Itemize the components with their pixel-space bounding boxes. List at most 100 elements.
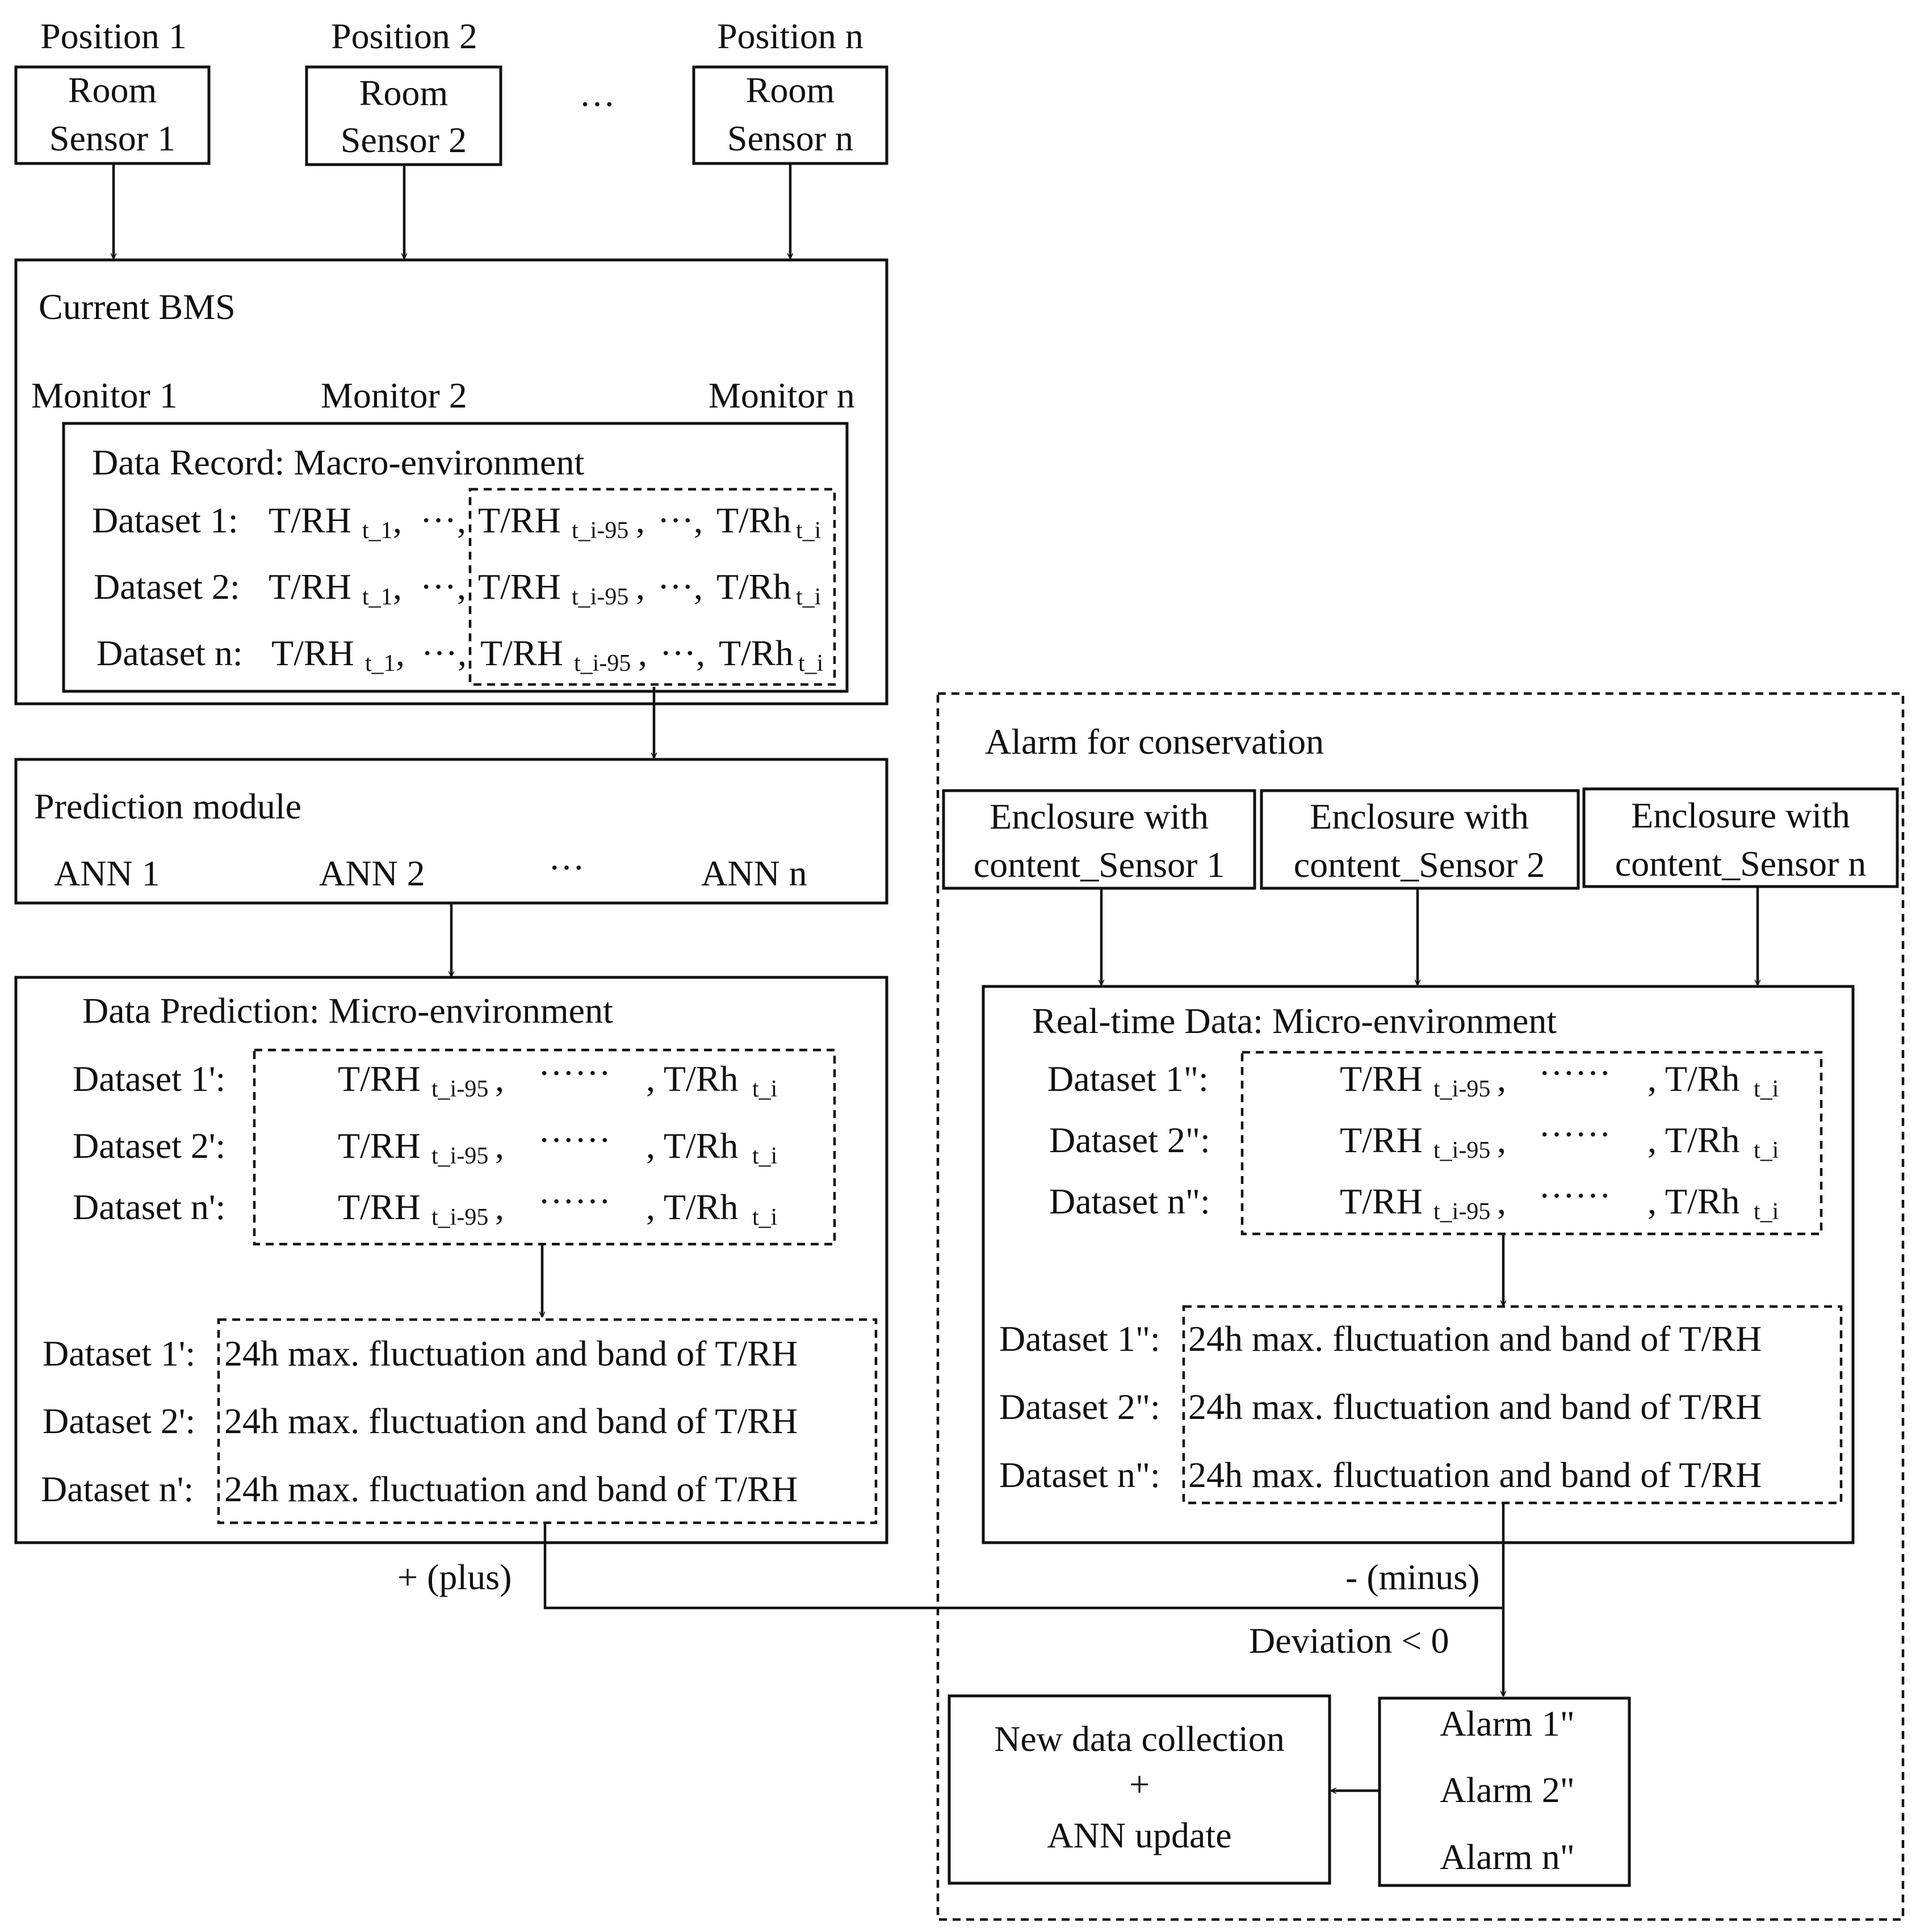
var-main: T/RH (1340, 1059, 1423, 1099)
subscript-last: t_i (752, 1143, 777, 1169)
var-last: T/Rh (716, 500, 791, 540)
data-prediction-box (14, 976, 888, 1544)
bms-box (14, 258, 888, 705)
comma: , (1497, 1120, 1506, 1160)
comma: , (694, 500, 703, 540)
var-last: , T/Rh (1647, 1120, 1739, 1160)
macro-dataset-row: Dataset n: T/RH t_1 , ··· , T/RH t_i-95 … (97, 633, 823, 677)
realtime-title: Real-time Data: Micro-environment (1032, 1001, 1557, 1041)
enclosure-sensor-box (1260, 789, 1580, 890)
subscript-window-start: t_i-95 (572, 584, 628, 610)
comma: , (638, 633, 647, 673)
dataset-label: Dataset 1": (1047, 1059, 1209, 1099)
subscript-window-start: t_i-95 (572, 518, 628, 544)
summary-text: 24h max. fluctuation and band of T/RH (224, 1469, 798, 1509)
update-line: New data collection (994, 1719, 1285, 1759)
realtime-dataset-row: Dataset 2": T/RH t_i-95 , ······ , T/Rh … (1049, 1114, 1779, 1164)
prediction-title: Prediction module (34, 786, 301, 826)
dataset-label: Dataset 1: (92, 500, 238, 540)
prediction-module: Prediction module ANN 1 ANN 2 ··· ANN n (14, 758, 888, 905)
current-bms: Current BMS Monitor 1 Monitor 2 Monitor … (14, 258, 888, 705)
dataset-label: Dataset 2': (73, 1125, 225, 1166)
subscript-last: t_i (1754, 1199, 1779, 1225)
comma: , (457, 500, 466, 540)
subscript-start: t_i-95 (1433, 1076, 1490, 1102)
room-sensor-line2: Sensor 2 (341, 120, 467, 160)
var-last: , T/Rh (646, 1125, 738, 1166)
ann-ellipsis: ··· (548, 847, 585, 888)
plus-label: + (plus) (397, 1557, 512, 1597)
subscript-start: t_i-95 (1433, 1199, 1490, 1225)
realtime-dataset-row: Dataset n": T/RH t_i-95 , ······ , T/Rh … (1049, 1175, 1779, 1225)
var-main: T/RH (478, 566, 561, 607)
dots: ······ (1538, 1114, 1611, 1154)
var-main: T/RH (269, 500, 351, 540)
comma: , (696, 633, 705, 673)
data-record-title: Data Record: Macro-environment (92, 442, 584, 482)
dataset-label: Dataset n": (1049, 1181, 1210, 1221)
dots: ······ (538, 1181, 611, 1221)
update-box (948, 1694, 1331, 1885)
predicted-window-box (253, 1048, 836, 1246)
enclosure-line1: Enclosure with (1631, 795, 1850, 835)
comma: , (495, 1059, 504, 1099)
monitor-label: Monitor 2 (321, 375, 467, 415)
enclosure-line2: content_Sensor 2 (1294, 845, 1545, 885)
enclosure-line2: content_Sensor 1 (974, 845, 1225, 885)
position-label: Position 1 (40, 16, 187, 56)
var-main: T/RH (271, 633, 354, 673)
ellipsis: ··· (421, 633, 458, 673)
update-line: ANN update (1047, 1815, 1231, 1855)
deviation-label: Deviation < 0 (1249, 1620, 1449, 1661)
subscript-start: t_i-95 (431, 1076, 488, 1102)
room-sensor-n: Position n Room Sensor n (692, 16, 888, 165)
realtime-data-box (982, 985, 1855, 1544)
subscript-last: t_i (1754, 1076, 1779, 1102)
macro-dataset-row: Dataset 2: T/RH t_1 , ··· , T/RH t_i-95 … (94, 566, 821, 610)
ellipsis: ··· (420, 566, 456, 607)
var-last: , T/Rh (646, 1187, 738, 1227)
subscript-start: t_i-95 (431, 1143, 488, 1169)
subscript-last: t_i (1754, 1137, 1779, 1164)
summary-text: 24h max. fluctuation and band of T/RH (1188, 1318, 1762, 1359)
enclosure-sensor-box (1582, 787, 1899, 888)
dots: ······ (538, 1053, 611, 1093)
ellipsis: ··· (657, 566, 694, 607)
var-main: T/RH (269, 566, 351, 607)
alarm-label: Alarm n" (1440, 1837, 1575, 1877)
room-sensor-box (692, 65, 888, 165)
enclosure-line1: Enclosure with (990, 796, 1209, 837)
var-last: T/Rh (716, 566, 791, 607)
bms-title: Current BMS (39, 287, 236, 327)
subscript-first: t_1 (362, 584, 393, 610)
position-label: Position 2 (331, 16, 477, 56)
dataset-label: Dataset 2': (43, 1401, 195, 1441)
var-last: , T/Rh (1647, 1181, 1739, 1221)
room-sensor-box (14, 65, 211, 165)
alarm-label: Alarm 2" (1440, 1770, 1575, 1810)
comma: , (495, 1187, 504, 1227)
var-main: T/RH (338, 1059, 421, 1099)
alarm-section-box (936, 692, 1905, 1921)
dataset-label: Dataset n: (97, 633, 243, 673)
ann-label: ANN 1 (54, 853, 160, 893)
room-sensor-line1: Room (68, 70, 157, 110)
dataset-label: Dataset n': (73, 1187, 225, 1227)
data-prediction: Data Prediction: Micro-environment Datas… (14, 976, 888, 1544)
room-sensor-line2: Sensor 1 (49, 118, 175, 158)
monitor-label: Monitor n (709, 375, 855, 415)
var-main: T/RH (1340, 1120, 1423, 1160)
dots: ······ (1538, 1053, 1611, 1093)
predicted-summary-box (217, 1318, 878, 1524)
comma: , (458, 633, 467, 673)
subscript-first: t_1 (362, 518, 393, 544)
var-main: T/RH (338, 1125, 421, 1166)
dataset-label: Dataset 1": (999, 1318, 1160, 1359)
dataset-label: Dataset 1': (43, 1333, 195, 1374)
summary-text: 24h max. fluctuation and band of T/RH (224, 1333, 798, 1374)
monitor-label: Monitor 1 (31, 375, 178, 415)
sliding-window-box (468, 488, 836, 686)
var-main: T/RH (1340, 1181, 1423, 1221)
room-sensor-1: Position 1 Room Sensor 1 (14, 16, 211, 165)
subscript-last: t_i (752, 1204, 777, 1230)
